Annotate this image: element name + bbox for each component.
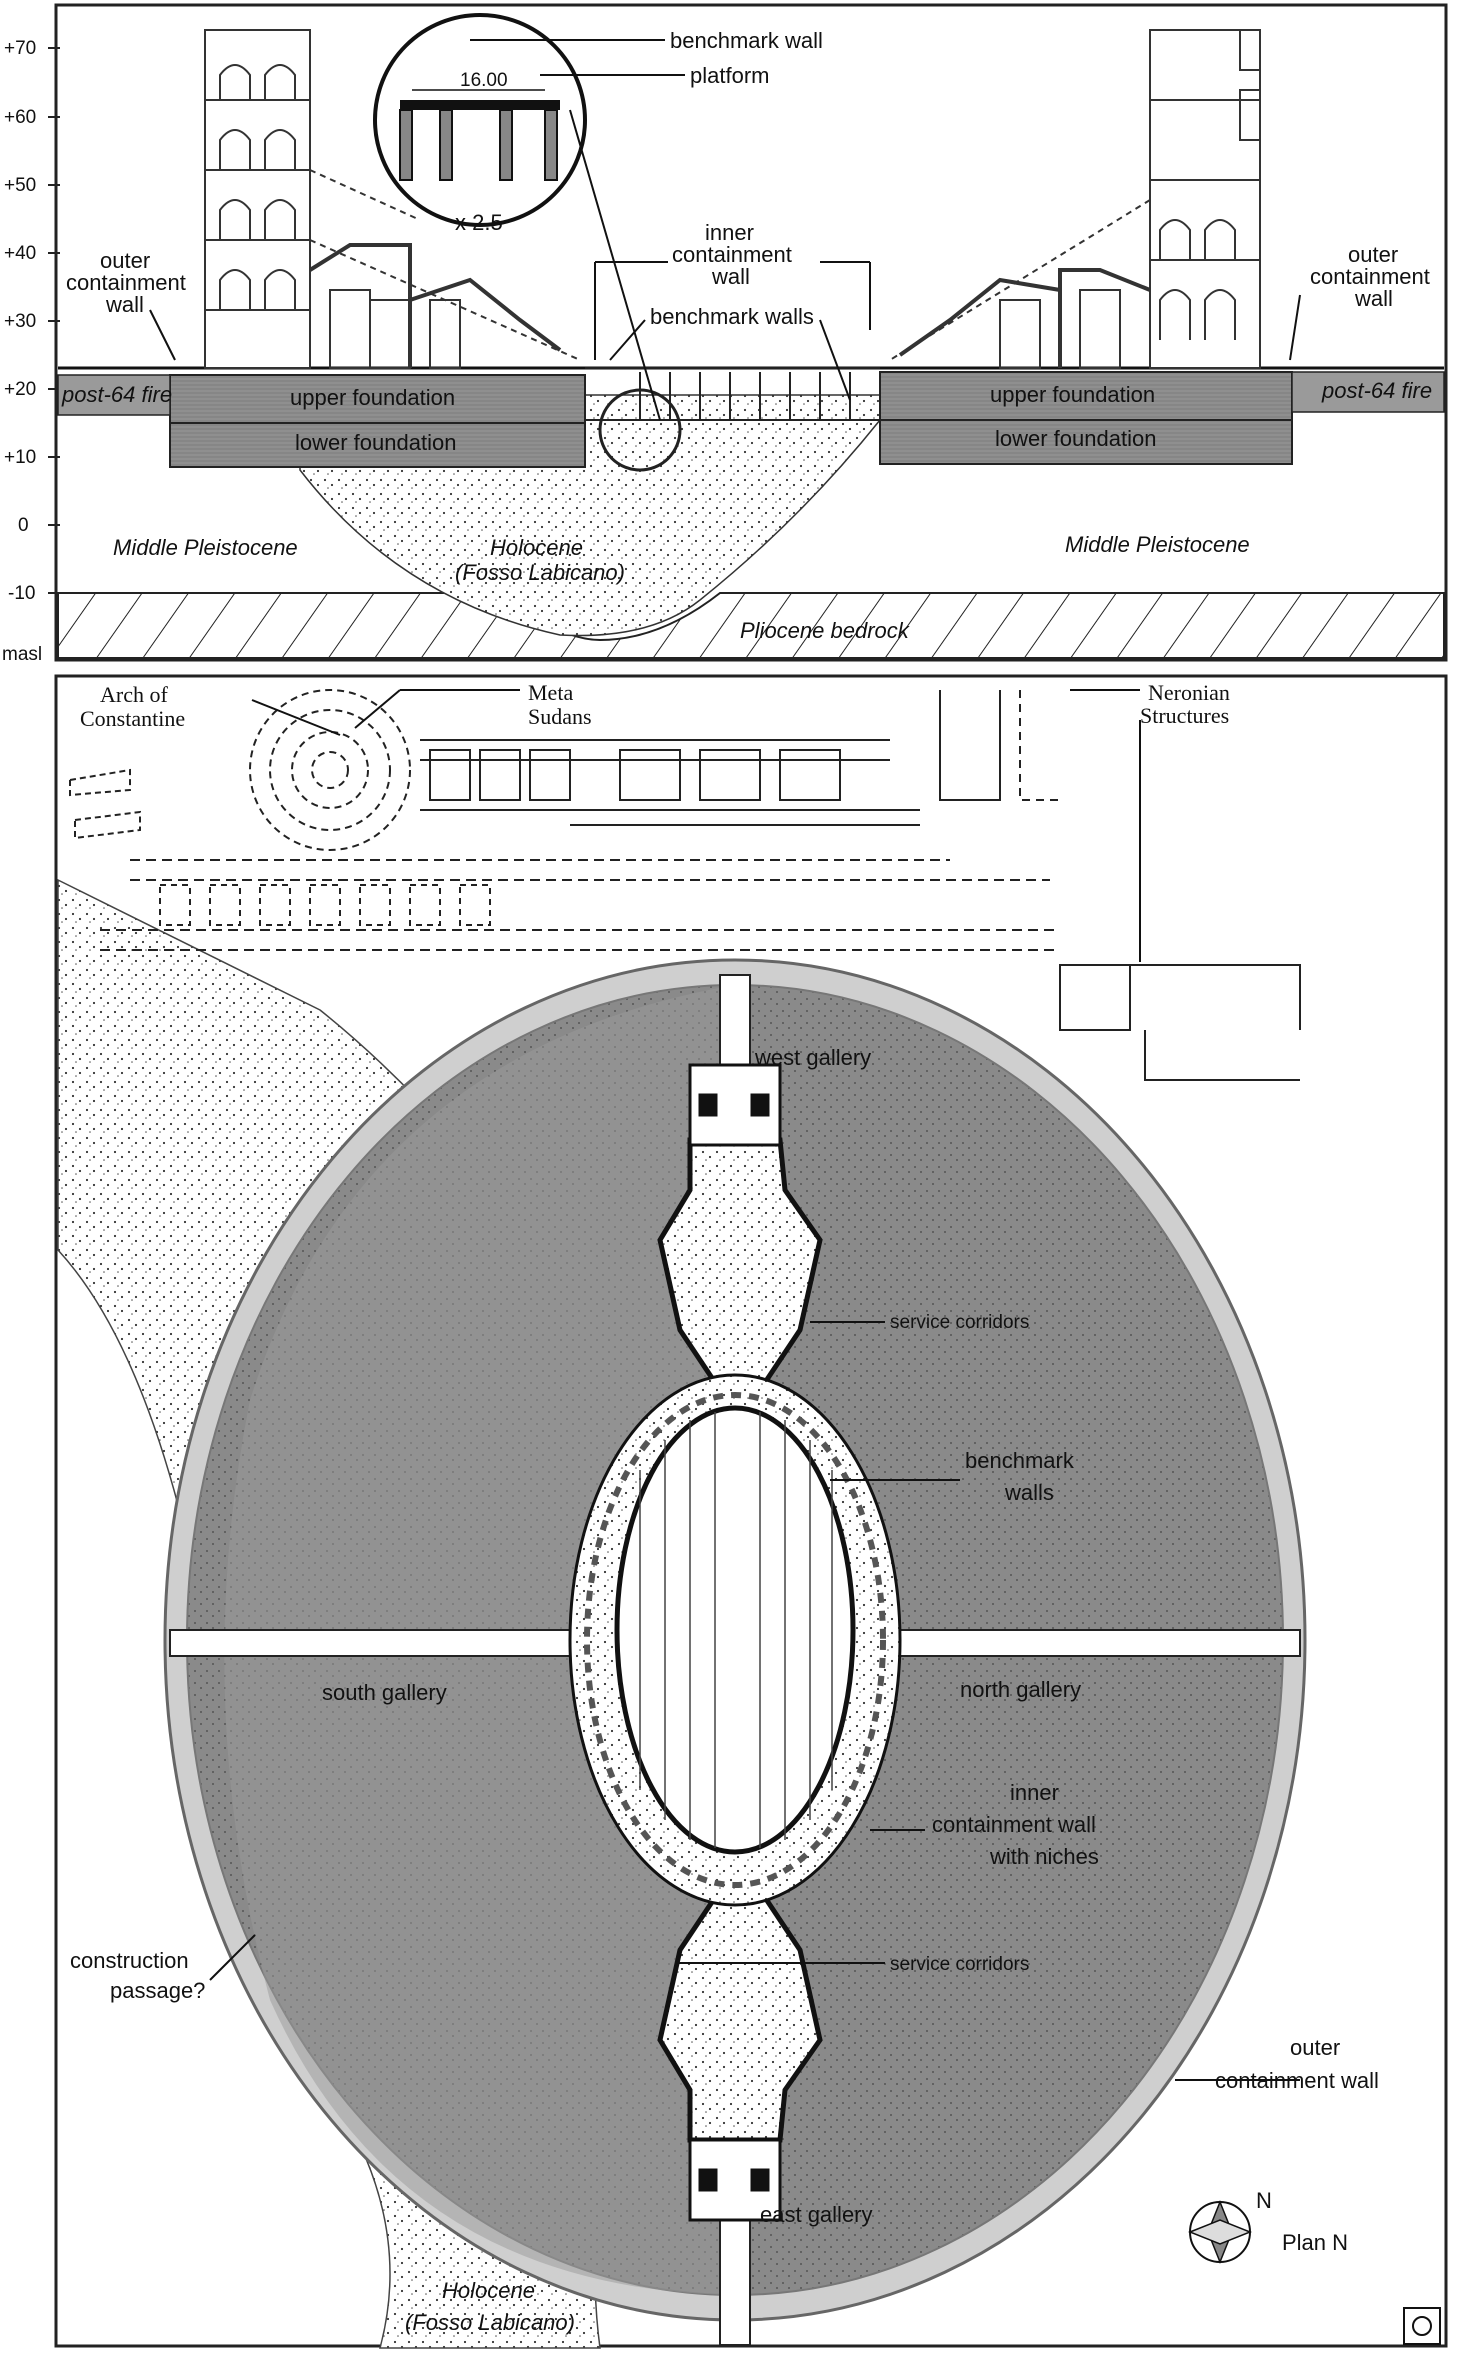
gallery-blocks (688, 1063, 782, 2222)
neronian-structures (100, 690, 1301, 1081)
label-inner-wall: inner (705, 220, 754, 245)
label-north-gallery: north gallery (960, 1677, 1081, 1702)
colosseum-elevation-left (204, 29, 581, 369)
axis-tick-label: +10 (4, 447, 36, 468)
label-west-gallery: west gallery (754, 1045, 871, 1070)
label-post64-right: post-64 fire (1321, 378, 1432, 403)
plan-leaders (209, 689, 1300, 2081)
logo-icon (1403, 2307, 1441, 2345)
label-arch-of-constantine: Arch of (100, 682, 168, 707)
label-east-gallery: east gallery (760, 2202, 873, 2227)
post64-block-right (1291, 371, 1445, 413)
elevation-axis: +70 +60 +50 +40 +30 +20 +10 0 -10 masl (2, 5, 60, 665)
label-outer-left: wall (105, 292, 144, 317)
label-pliocene: Pliocene bedrock (740, 618, 910, 643)
label-outer-left: containment (66, 270, 186, 295)
label-plan: Plan N (1282, 2230, 1348, 2255)
section-diagram: +70 +60 +50 +40 +30 +20 +10 0 -10 masl (2, 3, 1448, 665)
label-outer-right: wall (1354, 286, 1393, 311)
label-outer-left: outer (100, 248, 150, 273)
label-inner-wall-niches: with niches (989, 1844, 1099, 1869)
label-benchmark-wall: benchmark wall (670, 28, 823, 53)
axis-tick-label: +20 (4, 379, 36, 400)
label-upper-foundation-right: upper foundation (990, 382, 1155, 407)
axis-tick-label: +30 (4, 311, 36, 332)
label-meta-sudans: Meta (528, 680, 573, 705)
label-middle-pleistocene-left: Middle Pleistocene (113, 535, 298, 560)
label-service-corridors-bottom: service corridors (890, 1954, 1029, 1975)
label-neronian-structures: Structures (1140, 703, 1229, 728)
label-inner-wall: wall (711, 264, 750, 289)
label-outer-containment-wall: outer (1290, 2035, 1340, 2060)
label-benchmark-walls: benchmark walls (650, 304, 814, 329)
label-meta-sudans: Sudans (528, 704, 592, 729)
detail-magnifier: 16.00 x 2.5 (373, 13, 661, 421)
arch-of-constantine (69, 768, 141, 840)
label-construction-passage: construction (70, 1948, 189, 1973)
axis-unit-label: masl (2, 644, 42, 665)
label-lower-foundation-right: lower foundation (995, 426, 1156, 451)
axis-tick-label: 0 (18, 515, 29, 536)
label-holocene: Holocene (442, 2278, 535, 2303)
label-benchmark-walls: walls (1004, 1480, 1054, 1505)
dimension-label: 16.00 (460, 70, 508, 91)
label-south-gallery: south gallery (322, 1680, 447, 1705)
label-construction-passage: passage? (110, 1978, 205, 2003)
axis-tick-label: +70 (4, 38, 36, 59)
label-outer-right: containment (1310, 264, 1430, 289)
colosseum-elevation-right (889, 29, 1261, 369)
label-benchmark-walls: benchmark (965, 1448, 1075, 1473)
axis-tick-label: +60 (4, 107, 36, 128)
label-inner-wall-niches: containment wall (932, 1812, 1096, 1837)
arena-substructures (585, 367, 880, 472)
label-inner-wall-niches: inner (1010, 1780, 1059, 1805)
label-service-corridors-top: service corridors (890, 1312, 1029, 1333)
label-post64-left: post-64 fire (61, 382, 172, 407)
upper-foundation-right (879, 371, 1293, 421)
label-inner-wall: containment (672, 242, 792, 267)
label-outer-containment-wall: containment wall (1215, 2068, 1379, 2093)
lower-foundation-right (879, 419, 1293, 465)
benchmark-walls-oval (614, 1405, 856, 1855)
label-holocene: (Fosso Labicano) (455, 560, 625, 585)
section-leaders (149, 39, 1301, 401)
label-lower-foundation-left: lower foundation (295, 430, 456, 455)
lower-foundation-left (169, 422, 586, 468)
label-outer-right: outer (1348, 242, 1398, 267)
post64-block-left (57, 374, 171, 416)
label-middle-pleistocene-right: Middle Pleistocene (1065, 532, 1250, 557)
label-holocene: (Fosso Labicano) (405, 2310, 575, 2335)
inner-niches-ring (584, 1392, 886, 1888)
service-corridors-top (657, 1137, 823, 1425)
meta-sudans (249, 689, 411, 851)
compass-icon: N (1187, 2188, 1272, 2265)
compass-letter: N (1256, 2188, 1272, 2213)
label-neronian-structures: Neronian (1148, 680, 1230, 705)
label-holocene: Holocene (490, 535, 583, 560)
axis-tick-label: +50 (4, 175, 36, 196)
plan-diagram: Arch of Constantine Meta Sudans Neronian… (54, 674, 1448, 2349)
arena-floor-lines (639, 1412, 833, 1848)
label-upper-foundation-left: upper foundation (290, 385, 455, 410)
label-platform: platform (690, 63, 769, 88)
axis-tick-label: -10 (8, 583, 35, 604)
label-arch-of-constantine: Constantine (80, 706, 185, 731)
axis-tick-label: +40 (4, 243, 36, 264)
scale-label: x 2.5 (455, 210, 503, 235)
